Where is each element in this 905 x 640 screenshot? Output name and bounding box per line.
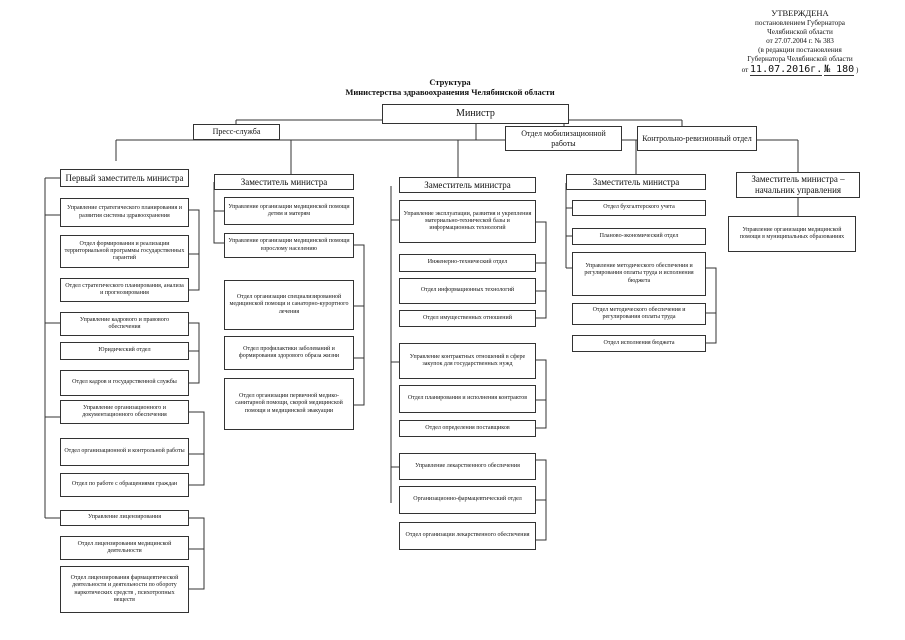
col2-item: Отдел организации специализированной мед… [224, 280, 354, 330]
col2-item: Управление организации медицинской помощ… [224, 233, 354, 258]
col4-item: Отдел исполнения бюджета [572, 335, 706, 352]
col3-item: Организационно-фармацевтический отдел [399, 486, 536, 514]
first-deputy-minister-box: Первый заместитель министра [60, 169, 189, 187]
col1-item: Отдел формирования и реализации территор… [60, 235, 189, 268]
deputy-minister-box-2: Заместитель министра [214, 174, 354, 190]
col3-item: Отдел организации лекарственного обеспеч… [399, 522, 536, 550]
approval-title: УТВЕРЖДЕНА [771, 8, 829, 18]
audit-department-box: Контрольно-ревизионный отдел [637, 126, 757, 151]
approval-date-suffix: ) [855, 65, 859, 74]
deputy-minister-box-4: Заместитель министра [566, 174, 706, 190]
col3-item: Управление контрактных отношений в сфере… [399, 343, 536, 379]
approval-line: Губернатора Челябинской области [747, 54, 853, 63]
col4-item: Отдел бухгалтерского учета [572, 200, 706, 216]
approval-date-line: от 11.07.2016г. № 180 ) [700, 63, 900, 77]
col2-item: Управление организации медицинской помощ… [224, 197, 354, 225]
col1-item: Управление стратегического планирования … [60, 198, 189, 227]
col4-item: Отдел методического обеспечения и регули… [572, 303, 706, 325]
approval-line: (в редакции постановления [758, 45, 842, 54]
col3-item: Инженерно-технический отдел [399, 254, 536, 272]
col1-item: Отдел по работе с обращениями граждан [60, 473, 189, 497]
col5-item: Управление организации медицинской помощ… [728, 216, 856, 252]
mobilization-department-box: Отдел мобилизационной работы [505, 126, 622, 151]
col1-item: Отдел лицензирования фармацевтической де… [60, 566, 189, 613]
col3-item: Отдел определения поставщиков [399, 420, 536, 437]
col1-item: Отдел кадров и государственной службы [60, 370, 189, 396]
approval-handwritten-date: 11.07.2016г. [750, 63, 823, 76]
approval-block: УТВЕРЖДЕНА постановлением Губернатора Че… [700, 8, 900, 76]
col4-item: Планово-экономический отдел [572, 228, 706, 245]
col3-item: Отдел планирования и исполнения контракт… [399, 385, 536, 413]
col1-item: Отдел организационной и контрольной рабо… [60, 438, 189, 466]
col3-item: Отдел имущественных отношений [399, 310, 536, 327]
approval-line: Челябинской области [767, 27, 833, 36]
deputy-minister-box-3: Заместитель министра [399, 177, 536, 193]
col2-item: Отдел профилактики заболеваний и формиро… [224, 336, 354, 370]
press-service-box: Пресс-служба [193, 124, 280, 140]
minister-box: Министр [382, 104, 569, 124]
approval-line: от 27.07.2004 г. № 383 [766, 36, 834, 45]
page-title: Структура Министерства здравоохранения Ч… [300, 77, 600, 97]
approval-date-prefix: от [741, 65, 749, 74]
approval-handwritten-number: № 180 [824, 63, 855, 76]
col3-item: Управление эксплуатации, развития и укре… [399, 200, 536, 243]
col2-item: Отдел организации первичной медико-санит… [224, 378, 354, 430]
col1-item: Управление кадрового и правового обеспеч… [60, 312, 189, 336]
col1-item: Управление организационного и документац… [60, 400, 189, 424]
approval-line: постановлением Губернатора [755, 18, 845, 27]
col1-item: Управление лицензирования [60, 510, 189, 526]
col3-item: Управление лекарственного обеспечения [399, 453, 536, 480]
col1-item: Юридический отдел [60, 342, 189, 360]
deputy-minister-head-of-department-box: Заместитель министра – начальник управле… [736, 172, 860, 198]
col3-item: Отдел информационных технологий [399, 278, 536, 304]
page-title-line2: Министерства здравоохранения Челябинской… [345, 87, 555, 98]
col4-item: Управление методического обеспечения и р… [572, 252, 706, 296]
col1-item: Отдел стратегического планирования, анал… [60, 278, 189, 302]
col1-item: Отдел лицензирования медицинской деятель… [60, 536, 189, 560]
page-title-line1: Структура [429, 77, 471, 87]
